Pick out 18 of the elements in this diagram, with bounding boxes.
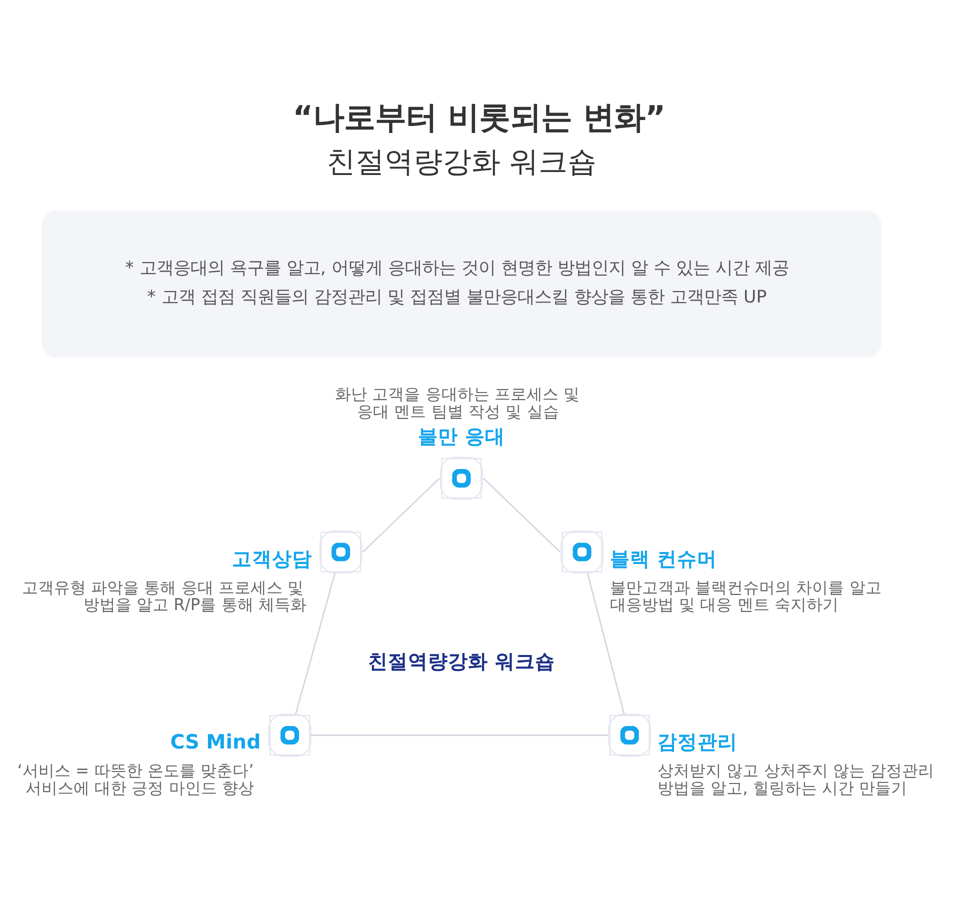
node-label: 불만 응대 xyxy=(418,424,505,448)
label: 친절역량강화 워크숍 xyxy=(368,650,555,673)
connector xyxy=(586,572,625,714)
connector xyxy=(362,477,440,552)
node-label: 화난 고객을 응대하는 프로세스 및 응대 멘트 팀별 작성 및 실습 xyxy=(335,384,580,421)
connector xyxy=(310,734,608,736)
connector xyxy=(483,477,561,552)
label: 친절역량강화 워크숍 xyxy=(326,144,597,178)
node-label: 상처받지 않고 상처주지 않는 감정관리 방법을 알고, 힐링하는 시간 만들기 xyxy=(657,760,934,797)
connector xyxy=(295,572,336,714)
node-label: 블랙 컨슈머 xyxy=(610,546,717,570)
diagram-title: “나로부터 비롯되는 변화” xyxy=(292,100,666,136)
node-label: 감정관리 xyxy=(657,730,738,754)
node-label: 고객유형 파악을 통해 응대 프로세스 및 방법을 알고 R/P를 통해 체득화 xyxy=(22,577,306,614)
node-label: ‘서비스 = 따뜻한 온도를 맞춘다’ 서비스에 대한 긍정 마인드 향상 xyxy=(17,760,254,797)
node-label: 불만고객과 블랙컨슈머의 차이를 알고 대응방법 및 대응 멘트 숙지하기 xyxy=(610,577,882,614)
node-label: 고객상담 xyxy=(232,546,312,570)
node-label: CS Mind xyxy=(170,730,261,754)
